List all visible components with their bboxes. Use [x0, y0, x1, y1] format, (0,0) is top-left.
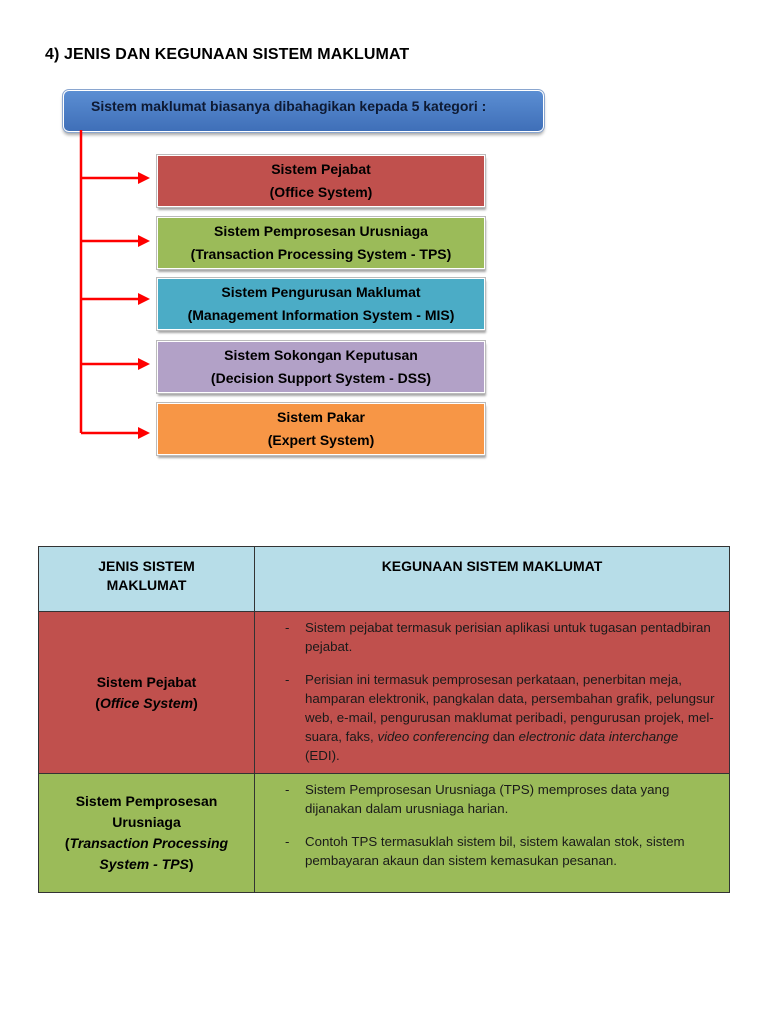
list-item: Sistem pejabat termasuk perisian aplikas… — [285, 618, 715, 656]
arrow-dss — [81, 358, 150, 370]
category-office-system: Sistem Pejabat (Office System) — [156, 154, 486, 208]
category-dss: Sistem Sokongan Keputusan (Decision Supp… — [156, 340, 486, 394]
table-row: Sistem Pejabat (Office System) Sistem pe… — [38, 611, 730, 774]
info-table: JENIS SISTEM MAKLUMAT KEGUNAAN SISTEM MA… — [38, 546, 730, 893]
intro-text: Sistem maklumat biasanya dibahagikan kep… — [91, 98, 487, 114]
table-row: Sistem Pemprosesan Urusniaga (Transactio… — [38, 773, 730, 893]
category-mis: Sistem Pengurusan Maklumat (Management I… — [156, 277, 486, 331]
arrow-mis — [81, 293, 150, 305]
header-kegunaan: KEGUNAAN SISTEM MAKLUMAT — [254, 546, 730, 612]
page-heading: 4) JENIS DAN KEGUNAAN SISTEM MAKLUMAT — [45, 46, 410, 63]
intro-box: Sistem maklumat biasanya dibahagikan kep… — [62, 89, 545, 133]
type-cell: Sistem Pejabat (Office System) — [38, 611, 255, 774]
category-title: Sistem Pejabat — [271, 161, 371, 177]
category-tps: Sistem Pemprosesan Urusniaga (Transactio… — [156, 216, 486, 270]
category-subtitle: (Transaction Processing System - TPS) — [190, 246, 452, 262]
description-cell: Sistem Pemprosesan Urusniaga (TPS) mempr… — [254, 773, 730, 893]
description-cell: Sistem pejabat termasuk perisian aplikas… — [254, 611, 730, 774]
system-name: Sistem Pejabat — [96, 673, 197, 690]
category-title: Sistem Pengurusan Maklumat — [221, 284, 421, 300]
list-item: Sistem Pemprosesan Urusniaga (TPS) mempr… — [285, 780, 715, 818]
arrow-tps — [81, 235, 150, 247]
system-english-name: Transaction Processing System - TPS — [69, 835, 229, 872]
category-title: Sistem Sokongan Keputusan — [224, 347, 418, 363]
header-jenis: JENIS SISTEM MAKLUMAT — [38, 546, 255, 612]
category-subtitle: (Management Information System - MIS) — [187, 307, 455, 323]
system-english-name: Office System — [99, 694, 194, 711]
category-title: Sistem Pemprosesan Urusniaga — [214, 223, 428, 239]
table-header-row: JENIS SISTEM MAKLUMAT KEGUNAAN SISTEM MA… — [38, 546, 730, 612]
category-subtitle: (Office System) — [269, 184, 373, 200]
category-subtitle: (Expert System) — [267, 432, 375, 448]
arrow-office — [81, 172, 150, 184]
arrow-expert — [81, 427, 150, 439]
category-title: Sistem Pakar — [277, 409, 365, 425]
system-name: Sistem Pemprosesan Urusniaga — [75, 793, 218, 830]
list-item: Perisian ini termasuk pemprosesan perkat… — [285, 670, 715, 765]
category-expert-system: Sistem Pakar (Expert System) — [156, 402, 486, 456]
connector-arrows — [79, 130, 150, 439]
type-cell: Sistem Pemprosesan Urusniaga (Transactio… — [38, 773, 255, 893]
category-subtitle: (Decision Support System - DSS) — [210, 370, 432, 386]
list-item: Contoh TPS termasuklah sistem bil, siste… — [285, 832, 715, 870]
